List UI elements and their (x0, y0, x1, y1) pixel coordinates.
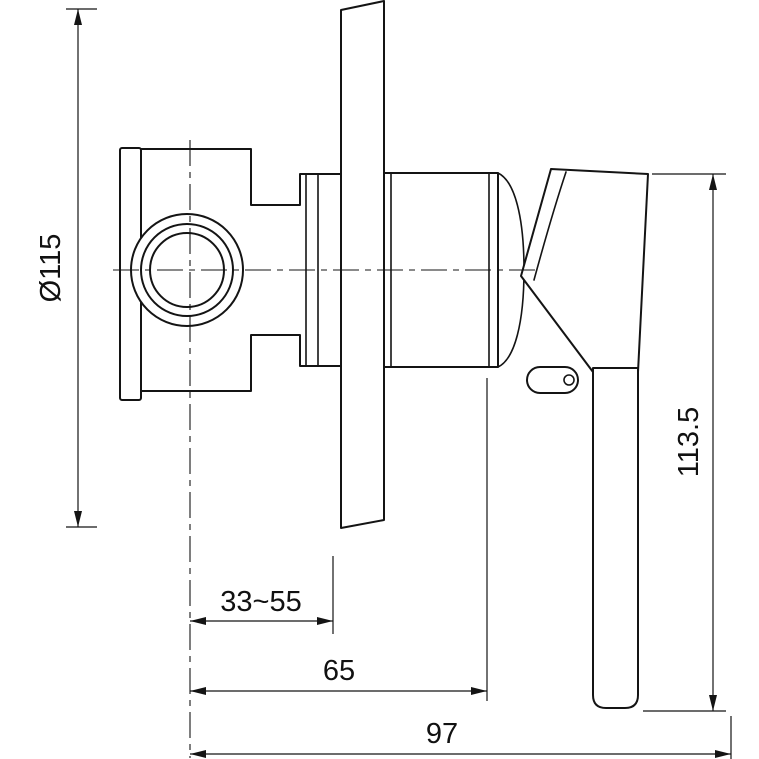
dim-label-overall-depth: 97 (426, 718, 458, 750)
dim-label-plate-diameter: Ø115 (35, 234, 67, 303)
lever-bar (592, 367, 639, 709)
lever-handle (520, 168, 649, 709)
escutcheon-plate-outline (340, 0, 385, 529)
arrow-down (74, 511, 82, 527)
outlet-screw-detail (563, 374, 575, 386)
dim-overall-depth: 97 (190, 716, 732, 759)
centerlines (113, 140, 537, 758)
arrow-left (190, 617, 206, 625)
dim-depth-range: 33~55 (190, 556, 334, 634)
lever-cone-curve (533, 171, 567, 281)
dim-plate-diameter: Ø115 (35, 8, 97, 528)
arrow-right (471, 687, 487, 695)
arrow-up (709, 174, 717, 190)
arrow-left (190, 687, 206, 695)
dim-label-overall-height: 113.5 (673, 407, 705, 477)
arrow-up (74, 9, 82, 25)
dim-label-depth-range: 33~55 (220, 586, 301, 618)
handle-assembly (119, 147, 342, 401)
body-outlet-detail (526, 366, 579, 394)
dim-overall-height: 113.5 (643, 173, 726, 712)
arrow-down (709, 695, 717, 711)
lever-paddle (520, 168, 649, 373)
arrow-right (317, 617, 333, 625)
escutcheon-plate (340, 0, 385, 529)
dim-body-depth: 65 (190, 378, 488, 701)
arrow-left (190, 750, 206, 758)
arrow-right (715, 750, 731, 758)
dim-label-body-depth: 65 (323, 655, 355, 687)
